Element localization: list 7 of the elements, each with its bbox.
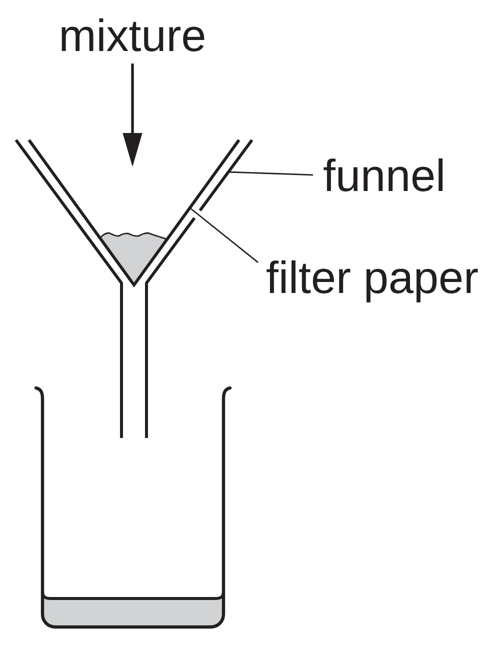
label: mixture xyxy=(62,18,204,52)
label: funnel xyxy=(324,158,443,192)
leader-line xyxy=(190,207,258,263)
funnel xyxy=(14,138,254,440)
leader-line xyxy=(228,171,314,176)
filter-paper xyxy=(28,139,240,288)
label: filter paper xyxy=(266,260,478,302)
